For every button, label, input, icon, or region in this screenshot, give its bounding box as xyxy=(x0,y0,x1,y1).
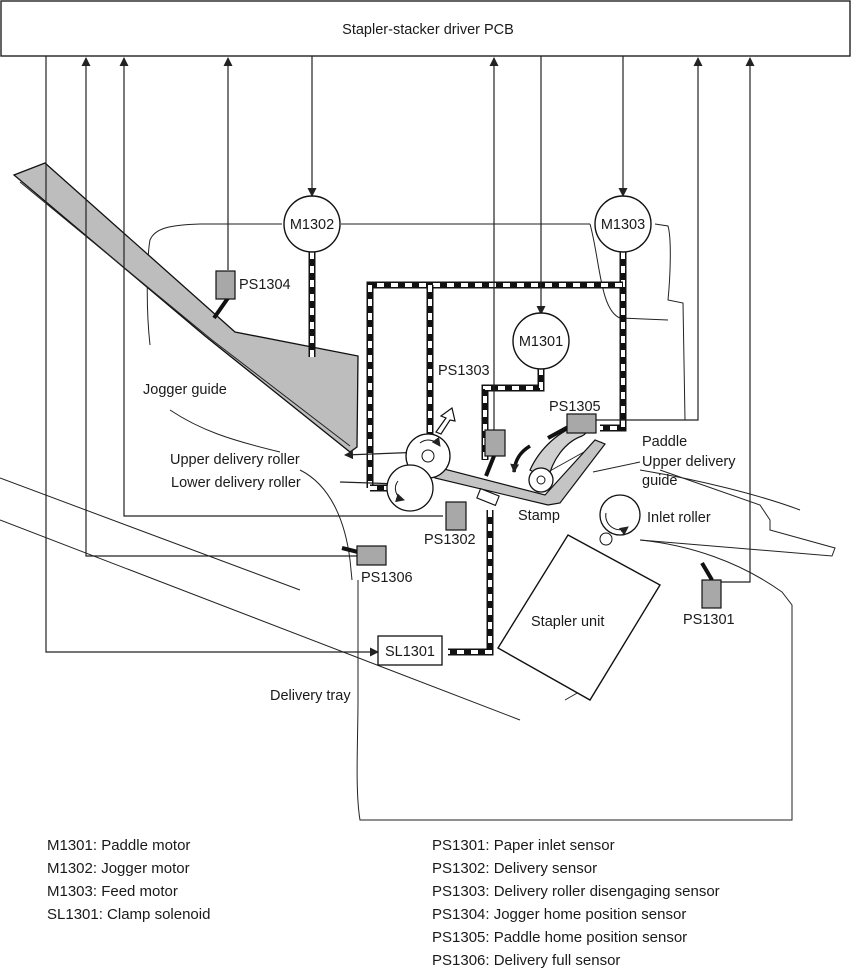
legend-item: PS1301: Paper inlet sensor xyxy=(432,837,615,854)
sensor-ps1306 xyxy=(341,545,387,566)
mechanical-drive-lines xyxy=(308,252,627,656)
motor-m1302: M1302 xyxy=(283,195,341,253)
label-paddle: Paddle xyxy=(642,434,687,450)
label-upper-delivery-guide-2: guide xyxy=(642,473,677,489)
stamp xyxy=(476,487,500,507)
disengage-arrow xyxy=(435,406,456,435)
label-ps1306: PS1306 xyxy=(361,570,413,586)
label-stamp: Stamp xyxy=(518,508,560,524)
legend-item: M1301: Paddle motor xyxy=(47,837,191,854)
paddle-rotation-arrow xyxy=(510,444,531,473)
jogger-guide xyxy=(12,162,359,453)
pcb-box xyxy=(0,0,851,57)
label-ps1302: PS1302 xyxy=(424,532,476,548)
legend-item: M1302: Jogger motor xyxy=(47,860,190,877)
legend-item: SL1301: Clamp solenoid xyxy=(47,906,211,923)
label-ps1304: PS1304 xyxy=(239,277,291,293)
label-ps1305: PS1305 xyxy=(549,399,601,415)
legend-item: PS1305: Paddle home position sensor xyxy=(432,929,688,946)
label-delivery-tray: Delivery tray xyxy=(270,688,351,704)
solenoid-sl1301 xyxy=(377,635,443,666)
sensor-ps1301 xyxy=(700,561,722,609)
motor-m1301-label: M1301 xyxy=(519,334,563,350)
legend-item: PS1302: Delivery sensor xyxy=(432,860,598,877)
inlet-roller xyxy=(599,494,641,546)
jogger-guide-edge xyxy=(19,181,351,447)
label-upper-delivery-roller: Upper delivery roller xyxy=(170,452,300,468)
legend-item: M1303: Feed motor xyxy=(47,883,178,900)
signal-lines xyxy=(45,56,755,657)
legend-item: PS1306: Delivery full sensor xyxy=(432,952,621,969)
legend-sensors: PS1301: Paper inlet sensor PS1302: Deliv… xyxy=(432,834,720,972)
legend-item: PS1303: Delivery roller disengaging sens… xyxy=(432,883,720,900)
label-ps1303: PS1303 xyxy=(438,363,490,379)
motor-m1301: M1301 xyxy=(512,312,570,370)
sensor-ps1303 xyxy=(484,429,506,477)
label-jogger-guide: Jogger guide xyxy=(143,382,227,398)
label-upper-delivery-guide-1: Upper delivery xyxy=(642,454,736,470)
pcb-title: Stapler-stacker driver PCB xyxy=(342,22,514,38)
label-lower-delivery-roller: Lower delivery roller xyxy=(171,475,301,491)
lower-delivery-roller xyxy=(386,464,434,512)
sensor-ps1304 xyxy=(212,270,236,320)
label-inlet-roller: Inlet roller xyxy=(647,510,711,526)
label-ps1301: PS1301 xyxy=(683,612,735,628)
sensor-ps1305 xyxy=(547,413,597,440)
legend-motors: M1301: Paddle motor M1302: Jogger motor … xyxy=(47,834,210,926)
legend-item: PS1304: Jogger home position sensor xyxy=(432,906,687,923)
sensor-ps1302 xyxy=(445,501,467,531)
motor-m1303-label: M1303 xyxy=(601,217,645,233)
upper-delivery-guide xyxy=(417,439,606,506)
stapler-unit xyxy=(497,534,661,701)
paddle xyxy=(528,424,589,493)
solenoid-sl1301-label: SL1301 xyxy=(385,644,435,660)
motor-m1303: M1303 xyxy=(594,195,652,253)
label-stapler-unit: Stapler unit xyxy=(531,614,604,630)
motor-m1302-label: M1302 xyxy=(290,217,334,233)
